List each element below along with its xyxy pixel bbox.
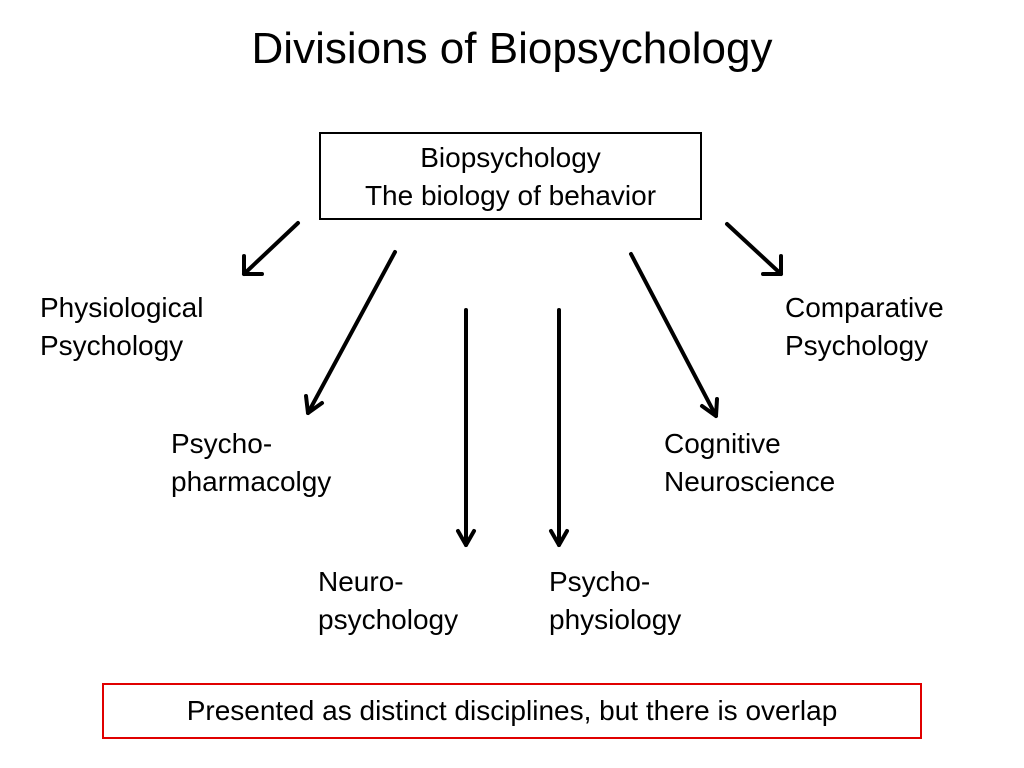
arrow-psychopharmacology	[304, 250, 397, 415]
overlap-note: Presented as distinct disciplines, but t…	[102, 683, 922, 739]
node-psychopharmacology-line2: pharmacolgy	[171, 466, 332, 497]
node-psychopharmacology: Psycho- pharmacolgy	[171, 425, 331, 501]
node-comparative-psychology: Comparative Psychology	[785, 289, 944, 365]
arrow-comparative	[725, 222, 783, 276]
root-node-box: Biopsychology The biology of behavior	[319, 132, 702, 220]
node-neuropsychology-line1: Neuro-	[318, 566, 404, 597]
node-psychophysiology: Psycho- physiology	[549, 563, 681, 639]
node-neuropsychology: Neuro- psychology	[318, 563, 458, 639]
node-neuropsychology-line2: psychology	[318, 604, 459, 635]
page-title: Divisions of Biopsychology	[251, 24, 773, 73]
node-psychopharmacology-line1: Psycho-	[171, 428, 273, 459]
node-physiological-line2: Psychology	[40, 330, 184, 361]
root-node-label: Biopsychology	[420, 142, 601, 173]
arrow-cognitive	[629, 252, 719, 418]
node-physiological-line1: Physiological	[40, 292, 204, 323]
node-comparative-line1: Comparative	[785, 292, 944, 323]
root-node-subtitle: The biology of behavior	[364, 180, 657, 211]
node-cognitive-line1: Cognitive	[664, 428, 781, 459]
node-psychophysiology-line2: physiology	[549, 604, 682, 635]
arrow-neuropsychology	[456, 308, 476, 547]
node-physiological-psychology: Physiological Psychology	[40, 289, 203, 365]
node-comparative-line2: Psychology	[785, 330, 929, 361]
node-cognitive-neuroscience: Cognitive Neuroscience	[664, 425, 835, 501]
arrow-psychophysiology	[549, 308, 569, 547]
node-cognitive-line2: Neuroscience	[664, 466, 836, 497]
node-psychophysiology-line1: Psycho-	[549, 566, 651, 597]
arrow-physiological	[242, 221, 300, 276]
